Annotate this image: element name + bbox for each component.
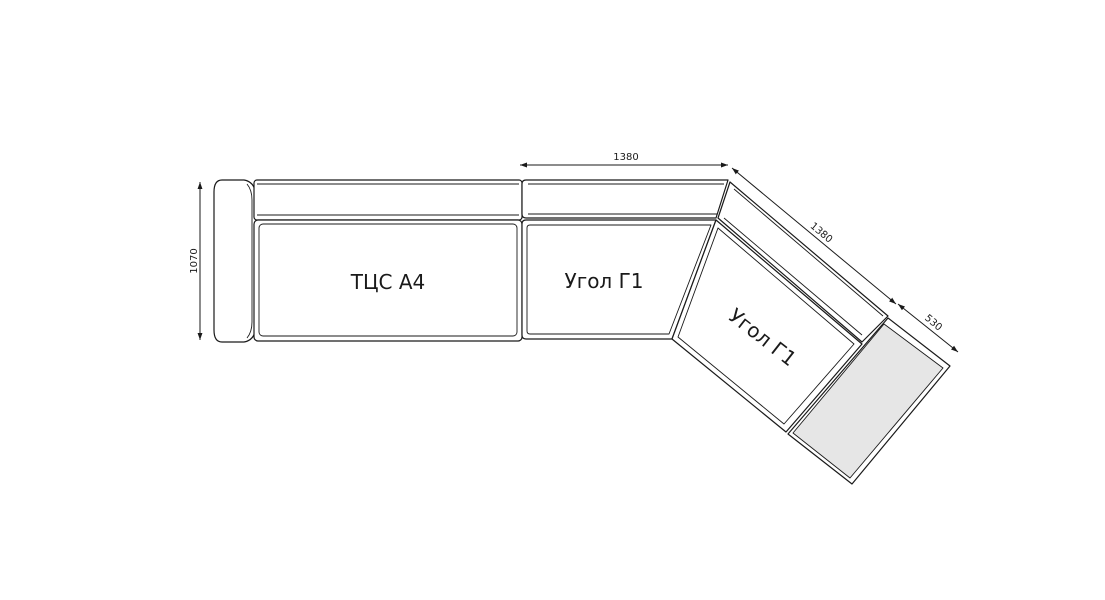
module-label-straight: ТЦС А4 [350,270,425,294]
dimension-end-width-label: 530 [922,313,944,334]
dimension-height-label: 1070 [189,248,200,273]
module-corner-1 [521,179,729,340]
left-armrest [213,179,257,343]
module-straight [253,179,523,342]
dimension-height: 1070 [189,182,203,340]
module-label-corner-1: Угол Г1 [565,269,644,293]
dimension-top-width-label: 1380 [613,152,638,163]
dimension-top-width: 1380 [520,152,728,168]
